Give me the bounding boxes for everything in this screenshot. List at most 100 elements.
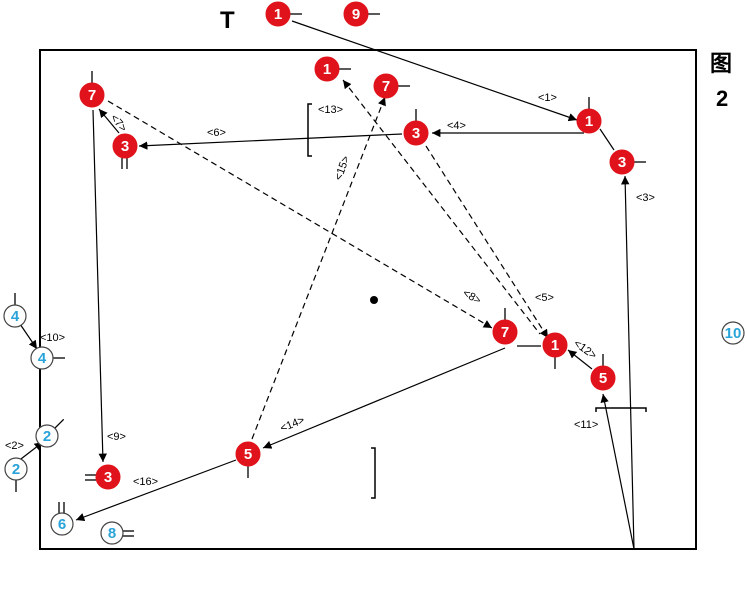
player-number: 4 [38, 350, 47, 367]
player-r1-center: 1 [542, 332, 568, 369]
move-label-11: <11> [574, 419, 598, 431]
player-r5-right: 5 [590, 354, 616, 391]
blue-player-marker [50, 512, 74, 536]
bracket-right [595, 407, 647, 412]
red-player-marker [590, 365, 616, 391]
move-7-line [98, 108, 120, 134]
move-13-line [342, 79, 541, 335]
move-9-line [92, 109, 107, 463]
red-player-marker [235, 441, 261, 467]
player-number: 3 [121, 138, 129, 155]
move-label-16: <16> [133, 476, 158, 488]
player-number: 1 [323, 61, 331, 78]
red-player-marker [112, 133, 138, 159]
red-player-marker [576, 108, 602, 134]
player-r1-top: 1 [265, 1, 302, 27]
player-number: 10 [725, 325, 742, 342]
figure-label-char: 图 [710, 51, 732, 76]
red-player-marker [609, 149, 635, 175]
player-number: 8 [108, 525, 116, 542]
player-r9-top: 9 [343, 1, 380, 27]
player-number: 7 [382, 78, 390, 95]
figure-label-number: 2 [716, 86, 728, 111]
move-14-line [262, 347, 506, 449]
red-player-marker [492, 319, 518, 345]
player-b6: 6 [50, 502, 74, 536]
move-label-1: <1> [538, 92, 557, 104]
player-number: 5 [599, 370, 607, 387]
red-player-marker [79, 82, 105, 108]
player-number: 6 [58, 516, 66, 533]
movement-lines [16, 20, 635, 550]
player-number: 1 [585, 113, 593, 130]
move-3-line [621, 175, 635, 550]
red-player-marker [542, 332, 568, 358]
bracket-upper [307, 103, 312, 157]
player-r1-upper: 1 [314, 56, 351, 82]
move-5-line [425, 145, 549, 339]
blue-player-marker [30, 346, 54, 370]
player-b2-a: 2 [35, 418, 65, 448]
player-b8: 8 [100, 521, 134, 545]
move-label-13: <13> [318, 104, 343, 116]
move-6-line [138, 133, 403, 150]
player-number: 1 [274, 6, 282, 23]
player-number: 3 [104, 469, 112, 486]
bracket-lower [371, 447, 376, 499]
field-boundary [39, 49, 697, 550]
player-tick [54, 418, 65, 429]
player-number: 3 [618, 154, 626, 171]
blue-player-marker [100, 521, 124, 545]
red-player-marker [265, 1, 291, 27]
move-label-10: <10> [40, 332, 65, 344]
player-number: 7 [501, 324, 509, 341]
player-number: 7 [88, 87, 96, 104]
coach-mark: T [220, 7, 235, 34]
player-b4-a: 4 [3, 293, 27, 328]
move-15-line [251, 96, 386, 440]
player-b2-b: 2 [4, 457, 28, 492]
move-label-9: <9> [107, 431, 126, 443]
move-label-8: <8> [461, 287, 483, 307]
player-r7-upper: 7 [373, 73, 410, 99]
player-number: 2 [12, 461, 20, 478]
move-11-line [600, 393, 635, 550]
red-player-marker [314, 56, 340, 82]
move-label-12: <12> [571, 338, 598, 362]
player-number: 9 [352, 6, 360, 23]
move-label-2: <2> [5, 440, 24, 452]
blue-player-marker [4, 457, 28, 481]
blue-player-marker [721, 321, 745, 345]
player-r3-bottom: 3 [85, 464, 121, 490]
move-8-line [107, 100, 493, 329]
blue-player-marker [35, 424, 59, 448]
player-number: 4 [11, 308, 20, 325]
move-label-7: <7> [108, 112, 129, 134]
player-r1-right: 1 [576, 97, 602, 134]
move-label-5: <5> [535, 292, 554, 304]
red-player-marker [95, 464, 121, 490]
player-r3-mid: 3 [403, 109, 429, 146]
red-player-marker [373, 73, 399, 99]
blue-player-marker [3, 304, 27, 328]
player-b10: 10 [721, 321, 745, 345]
link-1-3-line [599, 128, 615, 151]
player-number: 2 [43, 428, 51, 445]
player-number: 1 [551, 337, 559, 354]
move-12-line [567, 349, 593, 370]
move-1-line [291, 20, 578, 122]
move-16-line [75, 459, 237, 521]
red-player-marker [343, 1, 369, 27]
player-r7-left: 7 [79, 71, 105, 108]
player-r3-right: 3 [609, 149, 646, 175]
move-label-3: <3> [636, 192, 655, 204]
player-r7-center: 7 [492, 308, 518, 345]
move-label-6: <6> [207, 127, 226, 139]
move-10-line [19, 323, 38, 350]
red-player-marker [403, 120, 429, 146]
move-label-15: <15> [333, 154, 353, 182]
player-b4-b: 4 [30, 346, 65, 370]
center-spot [370, 296, 378, 304]
